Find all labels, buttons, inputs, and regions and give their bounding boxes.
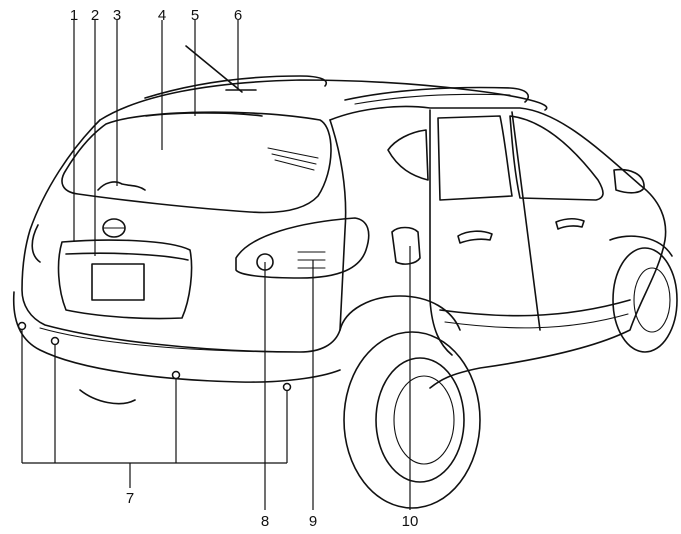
parking-sensor <box>50 336 60 346</box>
side-body <box>329 105 667 389</box>
callout-9: 9 <box>309 513 317 530</box>
tail-lamp-right <box>235 217 370 279</box>
rear-wiper <box>97 181 146 191</box>
roof-outline <box>99 79 548 121</box>
side-mirror <box>613 168 645 194</box>
roof-rail-right <box>344 86 529 103</box>
callout-2: 2 <box>91 7 99 24</box>
callout-7: 7 <box>126 490 134 507</box>
license-plate <box>91 263 145 301</box>
callout-4: 4 <box>158 7 166 24</box>
parking-sensor <box>282 382 292 392</box>
parking-sensor <box>17 321 27 331</box>
callout-5: 5 <box>191 7 199 24</box>
front-door-handle <box>555 218 585 230</box>
callout-10: 10 <box>402 513 419 530</box>
fuel-door <box>391 226 421 265</box>
high-mount-stop-light <box>145 112 263 117</box>
rear-hatch-body <box>21 119 347 353</box>
front-wheel-arch <box>609 235 673 257</box>
parking-sensor <box>171 370 181 380</box>
callout-3: 3 <box>113 7 121 24</box>
rear-window <box>61 111 332 214</box>
front-door-window <box>509 115 604 201</box>
callout-1: 1 <box>70 7 78 24</box>
rear-tire <box>343 331 481 509</box>
rear-door-window <box>437 115 513 201</box>
emblem <box>102 218 126 238</box>
leader-lines <box>21 20 411 510</box>
license-lamp-strip <box>65 252 189 261</box>
callout-6: 6 <box>234 7 242 24</box>
callout-labels: 1 2 3 4 5 6 7 8 9 10 <box>70 7 419 530</box>
rear-door-handle <box>457 230 493 244</box>
callout-8: 8 <box>261 513 269 530</box>
rear-bumper <box>12 291 341 383</box>
rear-rim <box>375 357 465 483</box>
rear-wheel-arch <box>339 295 461 331</box>
roof-rail-left <box>144 75 327 99</box>
license-plate-recess <box>57 239 193 320</box>
front-tire <box>612 247 678 353</box>
quarter-window <box>387 129 429 181</box>
vehicle-illustration <box>12 45 678 509</box>
